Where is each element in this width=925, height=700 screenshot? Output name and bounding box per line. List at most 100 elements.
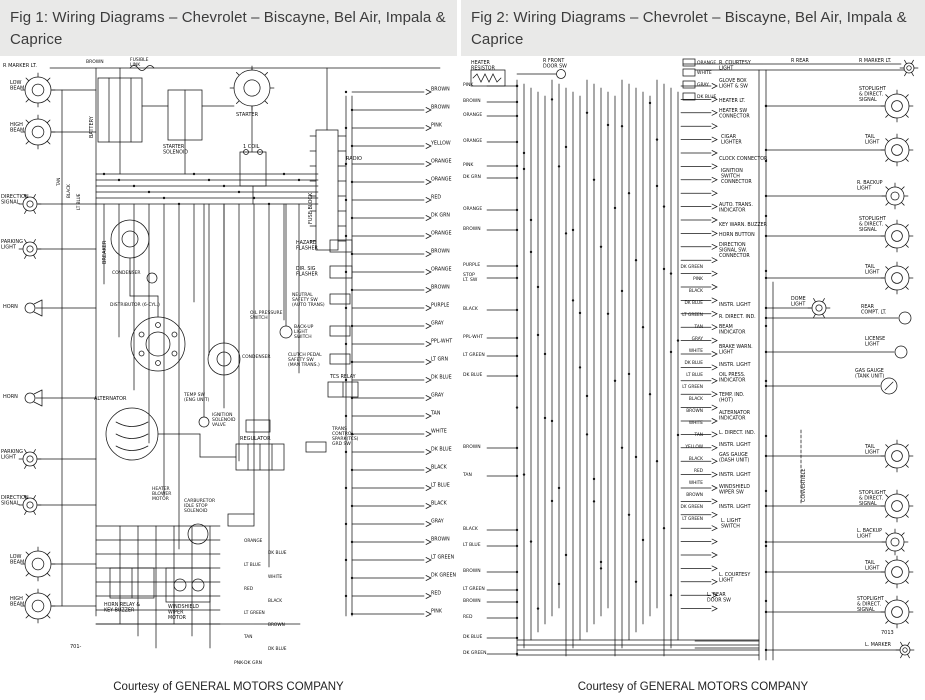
diagram-label: BROWN xyxy=(463,568,481,574)
fig2-title: Fig 2: Wiring Diagrams – Chevrolet – Bis… xyxy=(471,9,907,48)
diagram-label: BROWN xyxy=(431,537,450,543)
diagram-label: DK BLUE xyxy=(685,300,704,306)
diagram-label: 701- xyxy=(70,644,82,650)
diagram-label: LT GREEN xyxy=(244,610,265,616)
diagram-label: BROWN xyxy=(463,226,481,232)
diagram-label: ORANGE xyxy=(463,206,482,212)
diagram-label: TAN xyxy=(56,178,61,187)
diagram-label: ORANGE xyxy=(431,231,452,237)
diagram-label: ORANGE xyxy=(431,177,452,183)
diagram-label: GRAY xyxy=(697,82,709,88)
diagram-label: ORANGE xyxy=(431,267,452,273)
panel-divider xyxy=(457,0,461,700)
diagram-label: ORANGE xyxy=(697,60,716,66)
diagram-label: DK GREEN xyxy=(681,264,703,270)
diagram-label: WHITE xyxy=(689,348,703,354)
diagram-label: AUTO. TRANS.INDICATOR xyxy=(719,202,753,213)
diagram-label: BROWN xyxy=(463,598,481,604)
diagram-label: R REAR xyxy=(791,58,810,64)
diagram-label: TEMP SW(ENG UNIT) xyxy=(183,392,210,403)
diagram-label: BLACK xyxy=(66,184,71,198)
diagram-label: REGULATOR xyxy=(240,436,271,442)
diagram-label: 7013 xyxy=(881,630,894,636)
fig2-credit: Courtesy of GENERAL MOTORS COMPANY xyxy=(577,681,809,693)
diagram-label: ORANGE xyxy=(431,159,452,165)
diagram-label: TAN xyxy=(462,472,472,478)
diagram-label: DK BLUE xyxy=(268,646,287,652)
diagram-label: HORN xyxy=(3,304,18,310)
diagram-label: DK GRN xyxy=(431,213,450,219)
diagram-label: WHITE xyxy=(689,480,703,486)
diagram-label: BLACK xyxy=(431,465,448,471)
diagram-label: ALTERNATOR xyxy=(94,396,127,402)
diagram-label: BROWN xyxy=(431,87,450,93)
diagram-label: INSTR. LIGHT xyxy=(719,472,751,478)
diagram-label: BREAKER xyxy=(102,240,108,264)
diagram-label: DK GREEN xyxy=(463,650,487,656)
diagram-label: LT GREEN xyxy=(682,384,703,390)
diagram-label: LT GRN xyxy=(431,357,449,363)
diagram-label: HORN BUTTON xyxy=(719,232,755,238)
diagram-label: FUSE BLOCK xyxy=(308,192,314,224)
diagram-label: STOPLIGHT& DIRECT.SIGNAL xyxy=(859,86,886,103)
fig2-wires-layer xyxy=(470,58,919,661)
diagram-label: R MARKER LT. xyxy=(3,63,37,69)
diagram-label: PPL-WHT xyxy=(431,339,452,345)
diagram-label: BLACK xyxy=(463,526,479,532)
diagram-label: L. MARKER xyxy=(865,642,892,648)
diagram-label: BROWN xyxy=(431,105,450,111)
diagram-label: HEATER LT. xyxy=(719,98,745,104)
diagram-label: BLACK xyxy=(689,396,703,402)
diagram-label: PPL-WHT xyxy=(463,334,483,340)
diagram-label: RED xyxy=(431,195,441,201)
diagram-label: DK GRN xyxy=(463,174,481,180)
diagram-label: INSTR. LIGHT xyxy=(719,442,751,448)
diagram-label: DK BLUE xyxy=(431,447,452,453)
diagram-label: DISTRIBUTOR (6-CYL.) xyxy=(110,302,160,308)
diagram-label: DK BLUE xyxy=(268,550,287,556)
diagram-label: TEMP. IND.(HOT) xyxy=(718,392,745,403)
diagram-label: DK BLUE xyxy=(431,375,452,381)
diagram-label: BROWN xyxy=(431,249,450,255)
diagram-label: ORANGE xyxy=(463,138,482,144)
diagram-label: INSTR. LIGHT xyxy=(719,302,751,308)
diagram-label: WHITE xyxy=(431,429,447,435)
diagram-label: DK BLUE xyxy=(463,634,483,640)
diagram-label: BROWN xyxy=(686,492,703,498)
diagram-label: BATTERY xyxy=(89,115,95,138)
diagram-label: BROWN xyxy=(431,285,450,291)
diagram-label: BLACK xyxy=(268,598,282,604)
diagram-label: WHITE xyxy=(689,420,703,426)
diagram-label: 1 COIL xyxy=(243,144,260,150)
diagram-label: STARTER xyxy=(236,112,259,118)
diagram-label: BROWN xyxy=(686,408,703,414)
diagram-label: TAN xyxy=(694,324,703,330)
diagram-label: BRAKE WARN.LIGHT xyxy=(719,344,753,355)
diagram-label: BLACK xyxy=(431,501,448,507)
diagram-label: CONDENSER xyxy=(112,270,141,276)
fig1-title: Fig 1: Wiring Diagrams – Chevrolet – Bis… xyxy=(10,9,446,48)
diagram-label: LT BLUE xyxy=(686,372,703,378)
fig2-header: Fig 2: Wiring Diagrams – Chevrolet – Bis… xyxy=(461,0,925,56)
